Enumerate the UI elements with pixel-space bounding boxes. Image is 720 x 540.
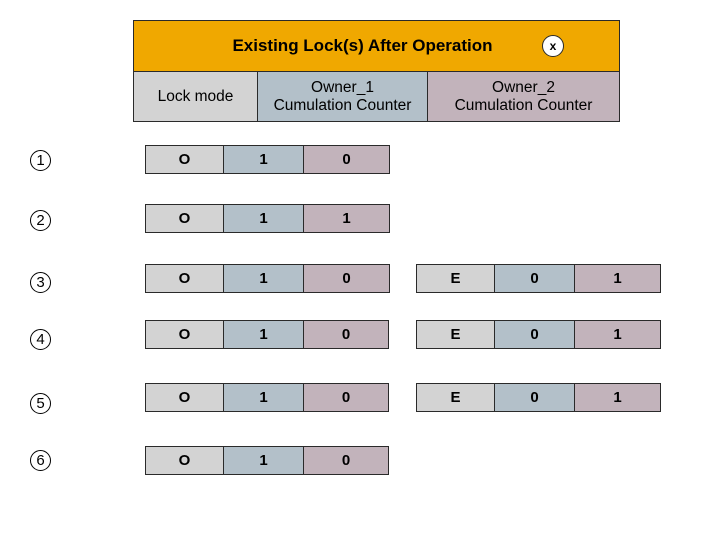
lock-record: O 1 0 — [145, 145, 390, 174]
lock-mode-cell: E — [417, 321, 495, 348]
lock-mode-cell: O — [146, 265, 224, 292]
column-owner2-line1: Owner_2 — [492, 78, 555, 96]
lock-record: O 1 0 — [145, 264, 390, 293]
owner2-counter-cell: 0 — [304, 265, 389, 292]
column-owner1-counter: Owner_1 Cumulation Counter — [258, 72, 428, 121]
lock-mode-cell: O — [146, 384, 224, 411]
step-marker-1: 1 — [30, 150, 51, 171]
lock-record: E 0 1 — [416, 383, 661, 412]
lock-mode-cell: E — [417, 384, 495, 411]
lock-record: O 1 0 — [145, 446, 389, 475]
step-marker-3: 3 — [30, 272, 51, 293]
column-lock-mode-label: Lock mode — [157, 87, 234, 105]
step-marker-6: 6 — [30, 450, 51, 471]
lock-record: O 1 0 — [145, 320, 389, 349]
lock-table-header: Existing Lock(s) After Operation x Lock … — [133, 20, 620, 122]
step-marker-5: 5 — [30, 393, 51, 414]
lock-mode-cell: O — [146, 321, 224, 348]
header-title: Existing Lock(s) After Operation — [232, 36, 493, 55]
owner2-counter-cell: 0 — [304, 321, 388, 348]
header-columns: Lock mode Owner_1 Cumulation Counter Own… — [134, 72, 619, 121]
owner1-counter-cell: 1 — [224, 384, 304, 411]
header-title-bar: Existing Lock(s) After Operation — [134, 21, 619, 72]
owner1-counter-cell: 0 — [495, 321, 575, 348]
owner1-counter-cell: 1 — [224, 265, 304, 292]
close-button[interactable]: x — [542, 35, 564, 57]
lock-mode-cell: O — [146, 447, 224, 474]
lock-mode-cell: O — [146, 205, 224, 232]
owner1-counter-cell: 0 — [495, 265, 575, 292]
step-marker-2: 2 — [30, 210, 51, 231]
owner1-counter-cell: 1 — [224, 205, 304, 232]
owner2-counter-cell: 1 — [304, 205, 389, 232]
owner1-counter-cell: 1 — [224, 321, 304, 348]
owner1-counter-cell: 0 — [495, 384, 575, 411]
owner2-counter-cell: 0 — [304, 384, 388, 411]
owner1-counter-cell: 1 — [224, 447, 304, 474]
column-owner2-line2: Cumulation Counter — [454, 96, 593, 114]
owner2-counter-cell: 1 — [575, 384, 660, 411]
column-owner1-line1: Owner_1 — [311, 78, 374, 96]
column-owner1-line2: Cumulation Counter — [273, 96, 412, 114]
owner2-counter-cell: 1 — [575, 321, 660, 348]
column-owner2-counter: Owner_2 Cumulation Counter — [428, 72, 619, 121]
lock-record: E 0 1 — [416, 264, 661, 293]
owner2-counter-cell: 0 — [304, 447, 388, 474]
owner2-counter-cell: 0 — [304, 146, 389, 173]
column-lock-mode: Lock mode — [134, 72, 258, 121]
lock-record: O 1 0 — [145, 383, 389, 412]
lock-mode-cell: O — [146, 146, 224, 173]
lock-record: E 0 1 — [416, 320, 661, 349]
owner2-counter-cell: 1 — [575, 265, 660, 292]
owner1-counter-cell: 1 — [224, 146, 304, 173]
step-marker-4: 4 — [30, 329, 51, 350]
lock-mode-cell: E — [417, 265, 495, 292]
lock-record: O 1 1 — [145, 204, 390, 233]
